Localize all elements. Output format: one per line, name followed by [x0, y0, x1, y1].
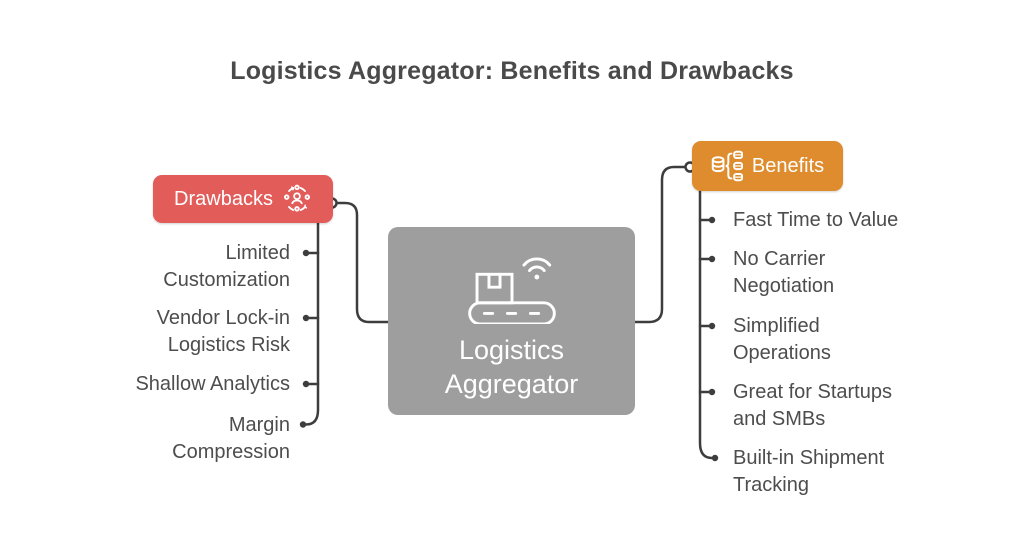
benefits-spine: [698, 189, 714, 460]
benefit-item: Built-in Shipment Tracking: [733, 447, 885, 496]
drawback-item: Limited Customization: [163, 242, 290, 291]
center-node-label: Logistics Aggregator: [444, 335, 579, 399]
drawbacks-badge-label: Drawbacks: [174, 187, 273, 210]
center-node-logistics-aggregator: Logistics Aggregator: [388, 227, 635, 415]
benefits-badge-label: Benefits: [751, 154, 825, 177]
benefit-item: No Carrier Negotiation: [733, 248, 835, 297]
drawback-item: Vendor Lock-in Logistics Risk: [156, 307, 290, 356]
benefits-badge: Benefits: [692, 141, 843, 191]
benefit-item: Fast Time to Value: [733, 209, 899, 231]
page-title: Logistics Aggregator: Benefits and Drawb…: [230, 57, 794, 85]
people-network-icon: [282, 184, 312, 214]
conveyor-belt-wifi-icon: [464, 243, 560, 329]
benefit-item: Simplified Operations: [733, 315, 831, 364]
data-aggregation-icon: [711, 149, 743, 183]
benefit-item: Great for Startups and SMBs: [733, 381, 892, 430]
drawbacks-badge: Drawbacks: [153, 175, 333, 223]
drawback-item: Margin Compression: [172, 414, 290, 463]
center-to-benefits-connector: [633, 165, 687, 324]
drawbacks-to-center-connector: [335, 201, 390, 324]
drawbacks-spine: [304, 221, 320, 426]
drawback-item: Shallow Analytics: [135, 373, 290, 395]
